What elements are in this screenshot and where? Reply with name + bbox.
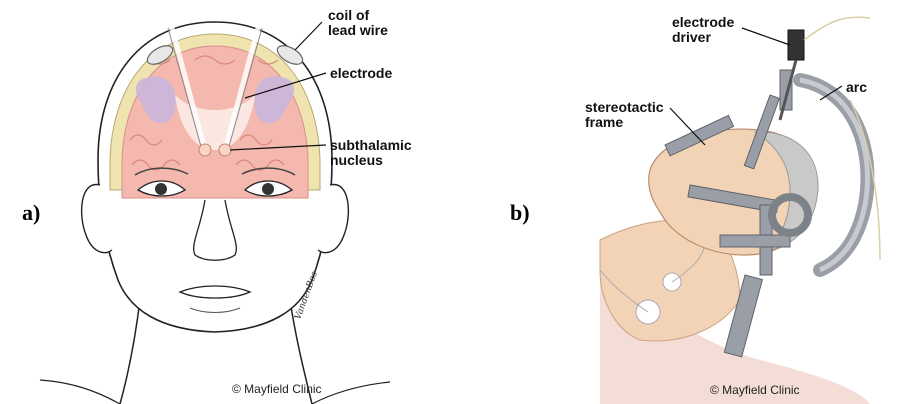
ecg-pads: [636, 273, 681, 324]
cables: [804, 17, 880, 260]
stereotactic-arc: [800, 80, 867, 270]
label-electrode: electrode: [330, 66, 392, 81]
electrode-driver: [780, 30, 804, 120]
sheet: [600, 250, 870, 404]
panel-b-callout-lines: [670, 28, 842, 145]
panel-a-illustration: VandenBos: [0, 0, 450, 404]
label-subthalamic-nucleus: subthalamic nucleus: [330, 138, 412, 168]
panel-a-credit: © Mayfield Clinic: [232, 382, 322, 396]
label-arc: arc: [846, 80, 867, 95]
label-electrode-driver: electrode driver: [672, 15, 734, 45]
stereotactic-frame: [665, 70, 808, 357]
panel-a-label: a): [22, 200, 40, 226]
label-coil-of-lead-wire: coil of lead wire: [328, 8, 388, 38]
panel-b-credit: © Mayfield Clinic: [710, 383, 800, 397]
patient-head: [649, 129, 816, 255]
shoulder-outline: [40, 380, 390, 404]
label-stereotactic-frame: stereotactic frame: [585, 100, 664, 130]
patient-body: [600, 220, 740, 341]
patient-hair: [755, 132, 818, 250]
panel-b-label: b): [510, 200, 530, 226]
